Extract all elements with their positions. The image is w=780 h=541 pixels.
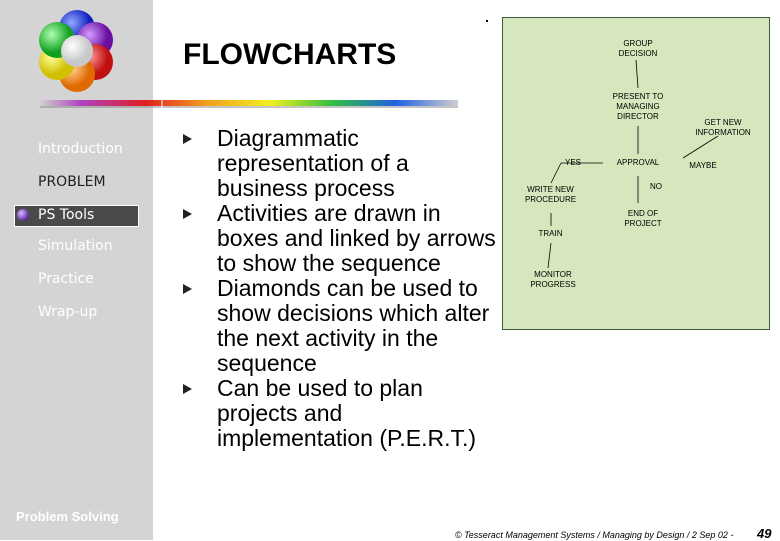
sidebar-item-ps-tools[interactable]: PS Tools <box>14 205 139 227</box>
bullet-arrow-icon <box>183 284 192 294</box>
bullet-list: Diagrammatic representation of a busines… <box>183 126 503 451</box>
sidebar-item-introduction[interactable]: Introduction <box>0 140 153 160</box>
node-end-of-project: END OF PROJECT <box>624 209 662 228</box>
bullet-item: Diamonds can be used to show decisions w… <box>183 276 503 376</box>
node-monitor: MONITOR PROGRESS <box>530 270 576 289</box>
sidebar-item-label: PS Tools <box>38 207 95 223</box>
sidebar-item-label: Simulation <box>38 238 113 254</box>
bullet-item: Diagrammatic representation of a busines… <box>183 126 503 201</box>
node-present-to: PRESENT TO MANAGING DIRECTOR <box>612 92 664 121</box>
sidebar-item-simulation[interactable]: Simulation <box>0 237 153 257</box>
bullet-arrow-icon <box>183 134 192 144</box>
bullet-item: Can be used to plan projects and impleme… <box>183 376 503 451</box>
node-write-new: WRITE NEW PROCEDURE <box>524 185 577 204</box>
label-maybe: MAYBE <box>689 161 717 170</box>
flowchart-connectors <box>547 59 719 269</box>
bullet-arrow-icon <box>183 384 192 394</box>
sidebar-footer: Problem Solving <box>16 509 119 524</box>
sidebar-item-problem[interactable]: PROBLEM <box>0 173 153 193</box>
sidebar-item-practice[interactable]: Practice <box>0 270 153 290</box>
bullet-item: Activities are drawn in boxes and linked… <box>183 201 503 276</box>
sidebar-item-label: Introduction <box>38 141 123 157</box>
logo-icon <box>39 10 113 92</box>
sidebar-item-label: PROBLEM <box>38 174 106 190</box>
label-no: NO <box>650 182 662 191</box>
page-title: FLOWCHARTS <box>183 38 397 71</box>
bullet-arrow-icon <box>183 209 192 219</box>
label-yes: YES <box>564 158 581 167</box>
sidebar-item-wrap-up[interactable]: Wrap-up <box>0 303 153 323</box>
sidebar: Introduction PROBLEM PS Tools Simulation… <box>0 0 153 540</box>
node-get-new-info: GET NEW INFORMATION <box>695 118 751 137</box>
rainbow-divider <box>40 98 458 108</box>
sidebar-item-label: Practice <box>38 271 94 287</box>
sidebar-item-label: Wrap-up <box>38 304 98 320</box>
node-train: TRAIN <box>538 229 563 238</box>
footer-copyright: © Tesseract Management Systems / Managin… <box>455 530 734 540</box>
flowchart-panel: GROUP DECISION PRESENT TO MANAGING DIREC… <box>502 17 770 330</box>
active-bullet-icon <box>17 209 29 221</box>
page-number: 49 <box>757 526 772 541</box>
decorative-dot <box>486 20 488 22</box>
node-approval: APPROVAL <box>616 158 660 167</box>
node-group-decision: GROUP DECISION <box>618 39 658 58</box>
